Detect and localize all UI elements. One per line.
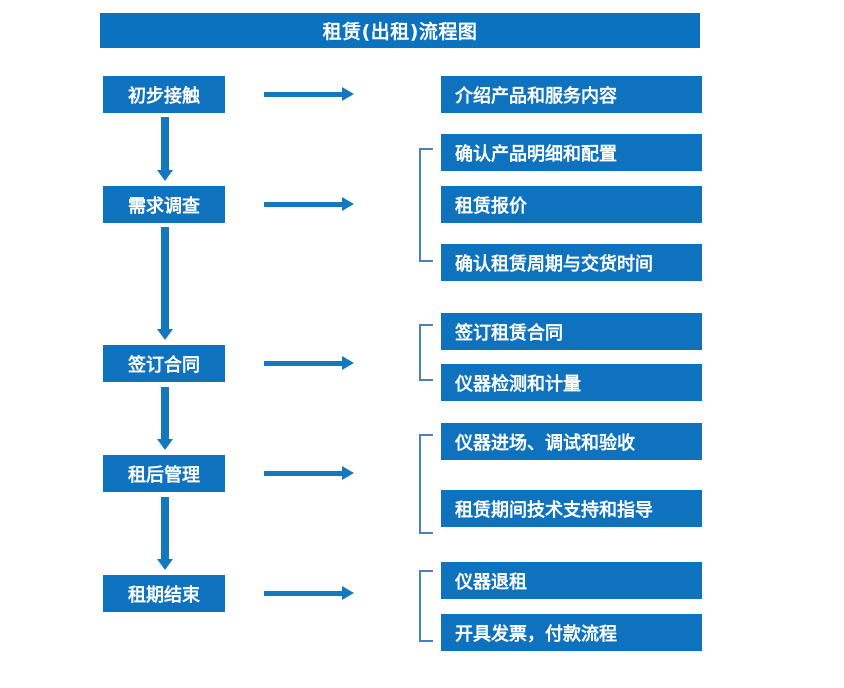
bracket-icon-stage-2 (419, 148, 433, 262)
arrow-shaft (161, 497, 169, 559)
down-arrow-icon-2 (157, 227, 173, 340)
detail-node-5[interactable]: 签订租赁合同 (441, 313, 702, 350)
detail-node-2[interactable]: 确认产品明细和配置 (441, 134, 702, 171)
arrow-shaft (264, 92, 342, 97)
detail-node-4[interactable]: 确认租赁周期与交货时间 (441, 244, 702, 281)
right-arrow-icon-3 (264, 356, 354, 370)
detail-node-6[interactable]: 仪器检测和计量 (441, 364, 702, 401)
detail-node-3[interactable]: 租赁报价 (441, 186, 702, 223)
bracket-icon-stage-3 (419, 324, 433, 381)
arrow-head (342, 356, 354, 370)
diagram-title: 租赁(出租)流程图 (100, 13, 700, 48)
down-arrow-icon-1 (157, 117, 173, 181)
arrow-shaft (264, 202, 342, 207)
bracket-icon-stage-4 (419, 434, 433, 534)
arrow-shaft (161, 117, 169, 170)
stage-node-qiandinghetong[interactable]: 签订合同 (103, 345, 225, 382)
arrow-shaft (264, 361, 342, 366)
arrow-head (157, 559, 173, 570)
arrow-shaft (161, 227, 169, 329)
stage-node-zuhouguanli[interactable]: 租后管理 (103, 455, 225, 492)
arrow-head (342, 586, 354, 600)
detail-node-1[interactable]: 介绍产品和服务内容 (441, 76, 702, 113)
right-arrow-icon-5 (264, 586, 354, 600)
arrow-shaft (161, 387, 169, 439)
arrow-shaft (264, 591, 342, 596)
arrow-shaft (264, 471, 342, 476)
right-arrow-icon-1 (264, 87, 354, 101)
right-arrow-icon-2 (264, 197, 354, 211)
arrow-head (157, 329, 173, 340)
arrow-head (342, 466, 354, 480)
down-arrow-icon-4 (157, 497, 173, 570)
arrow-head (342, 197, 354, 211)
stage-node-chubujiechu[interactable]: 初步接触 (103, 76, 225, 113)
stage-node-zuqijieshu[interactable]: 租期结束 (103, 575, 225, 612)
down-arrow-icon-3 (157, 387, 173, 450)
arrow-head (157, 170, 173, 181)
detail-node-8[interactable]: 租赁期间技术支持和指导 (441, 490, 702, 527)
arrow-head (157, 439, 173, 450)
stage-node-xuqiudiaocha[interactable]: 需求调查 (103, 186, 225, 223)
detail-node-9[interactable]: 仪器退租 (441, 562, 702, 599)
right-arrow-icon-4 (264, 466, 354, 480)
detail-node-7[interactable]: 仪器进场、调试和验收 (441, 423, 702, 460)
arrow-head (342, 87, 354, 101)
detail-node-10[interactable]: 开具发票，付款流程 (441, 614, 702, 651)
bracket-icon-stage-5 (419, 570, 433, 642)
